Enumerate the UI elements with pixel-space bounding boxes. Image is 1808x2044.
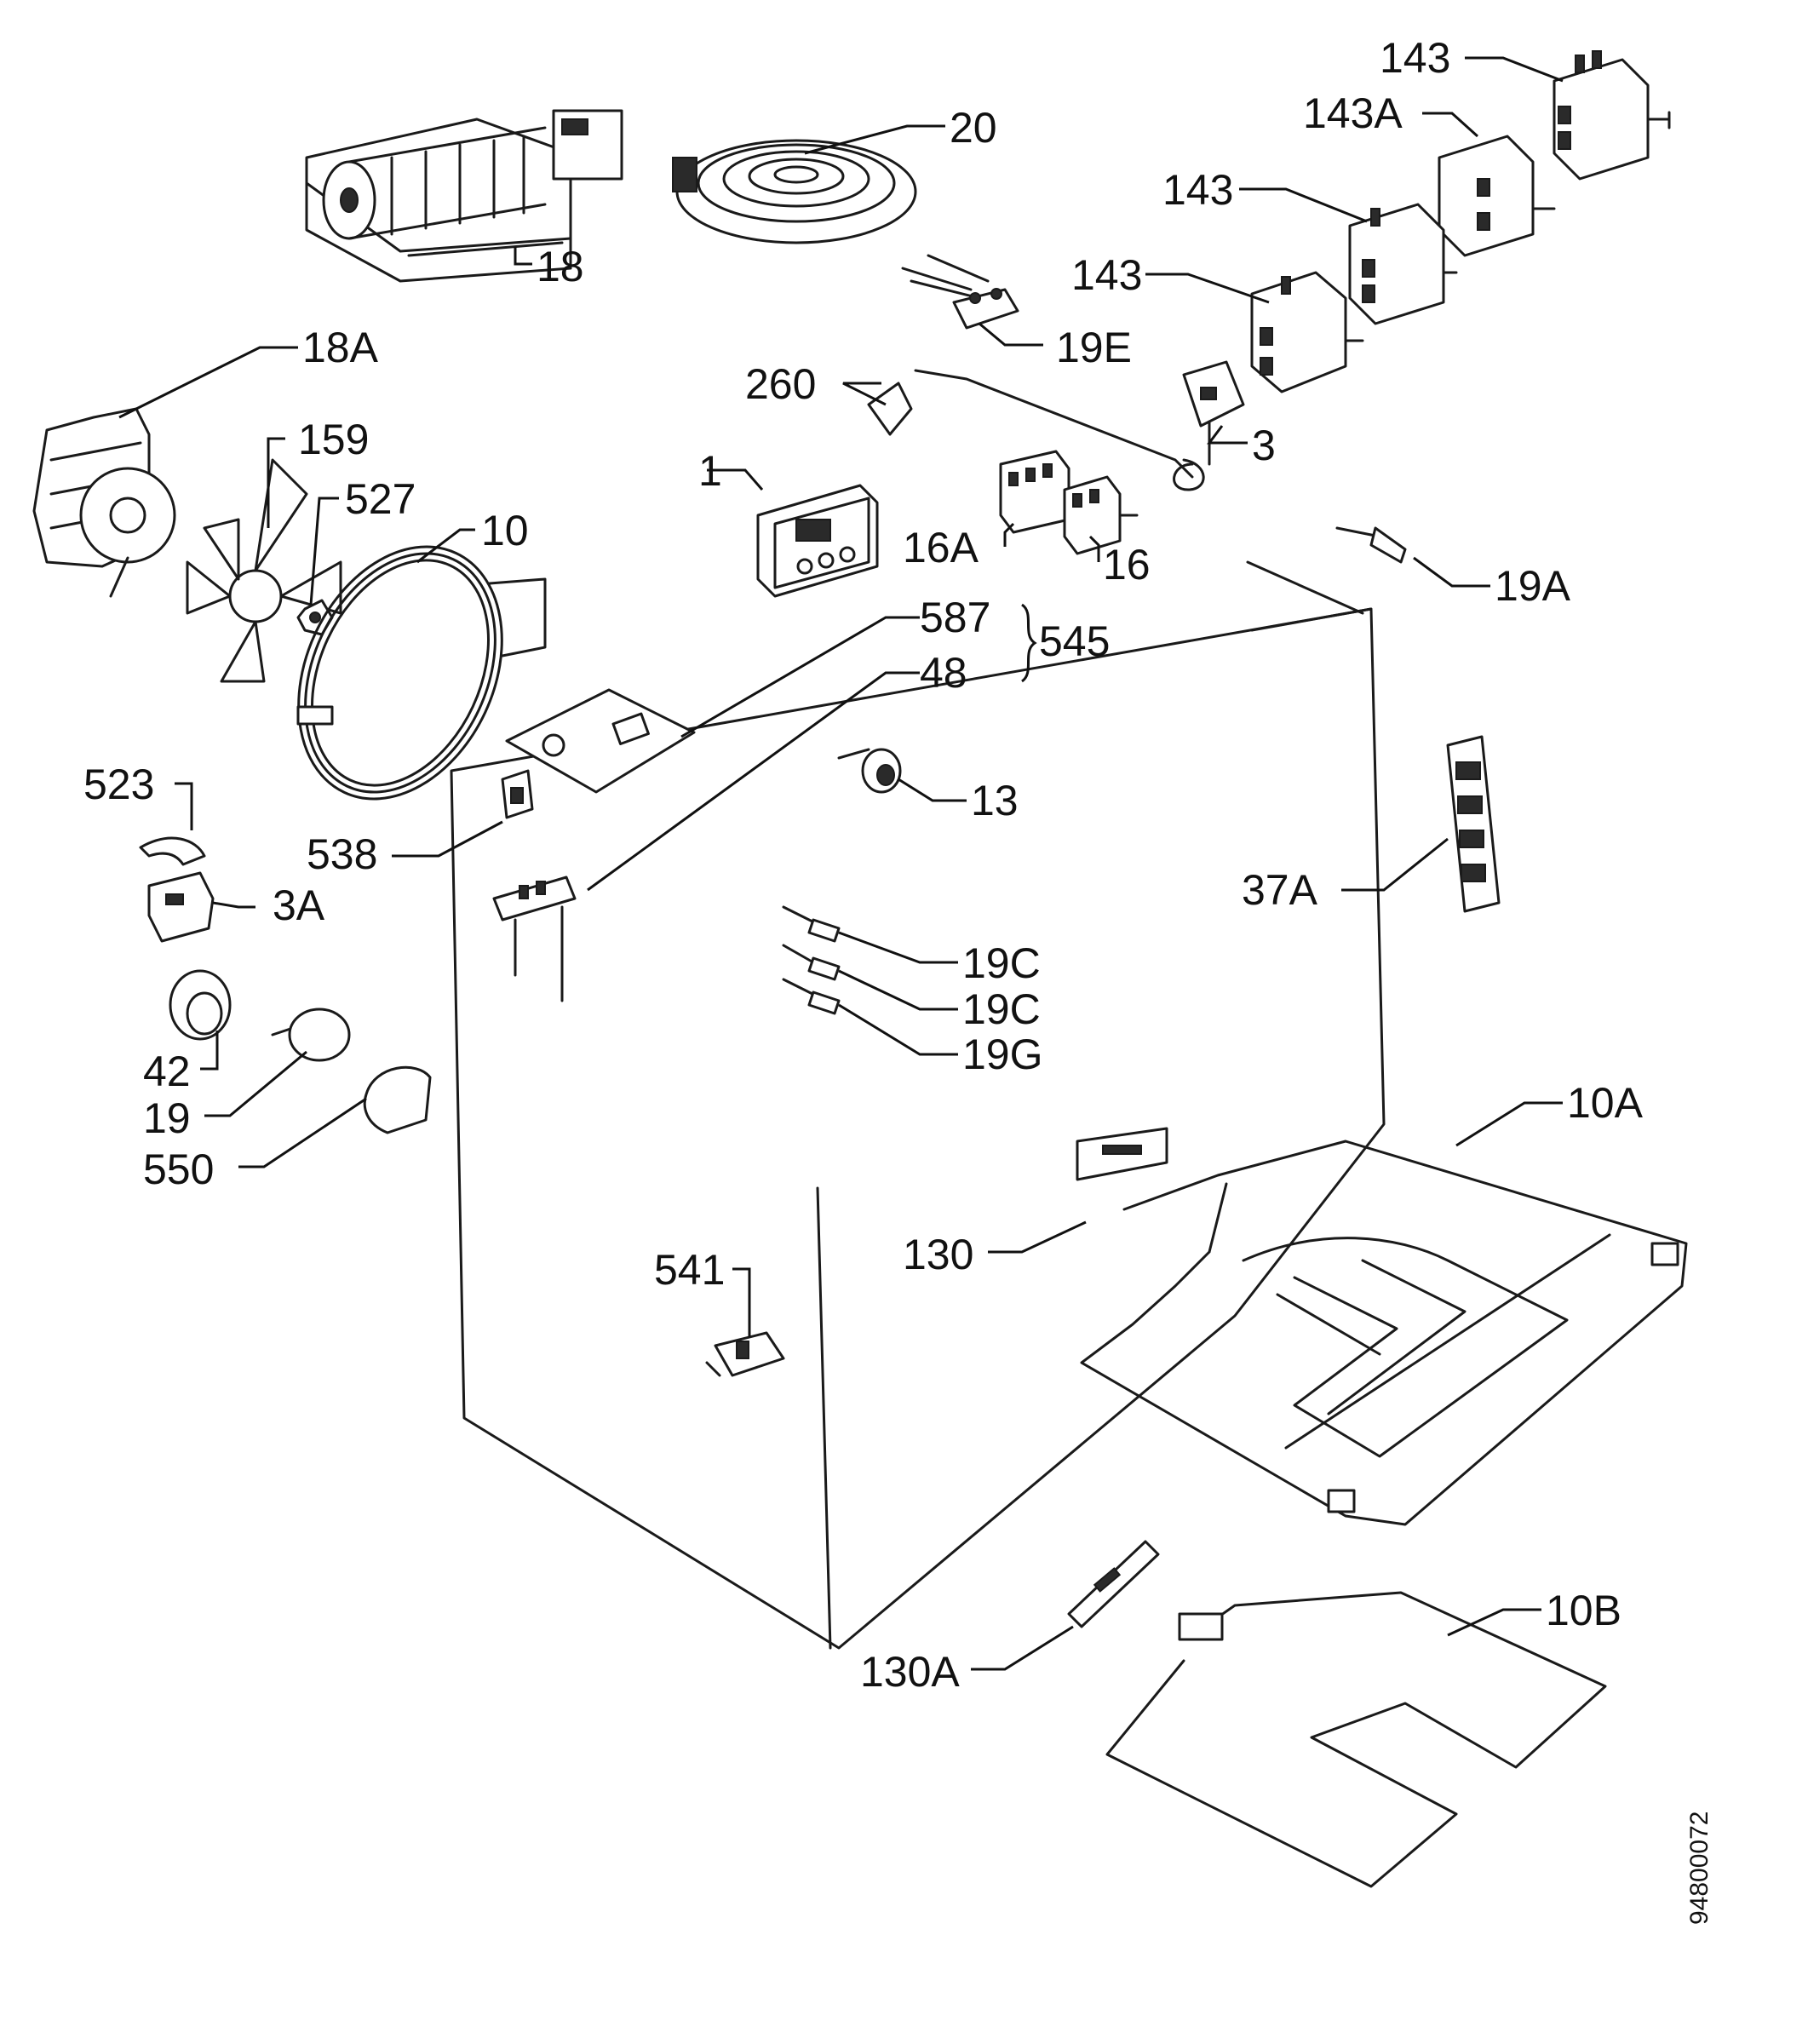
fan-motor	[32, 407, 176, 598]
callout-130a: 130A	[860, 1648, 960, 1696]
switch-538	[501, 769, 534, 819]
callout-527: 527	[345, 475, 416, 523]
callout-42: 42	[143, 1048, 191, 1095]
energy-regulator-2	[1348, 203, 1458, 325]
callout-19a: 19A	[1495, 562, 1571, 610]
callout-541: 541	[654, 1246, 725, 1294]
signal-lamp-13	[837, 748, 902, 794]
callout-48: 48	[920, 649, 967, 697]
callout-545: 545	[1039, 617, 1110, 665]
circular-heating-element	[296, 545, 547, 801]
energy-regulator-143a	[1438, 135, 1556, 257]
terminal-block-19e	[901, 254, 1019, 330]
thermostat-3a	[147, 871, 215, 943]
callout-143-top: 143	[1380, 34, 1450, 82]
callout-19c-2: 19C	[962, 985, 1041, 1033]
grill-element	[1076, 1127, 1688, 1526]
indicator-lamps-19c-19g	[782, 905, 841, 1015]
callout-20: 20	[950, 104, 997, 152]
lamp-cover	[363, 1065, 432, 1134]
fan-nut	[296, 599, 334, 636]
fan-blade	[186, 458, 342, 683]
callout-18: 18	[537, 243, 584, 290]
tangential-fan-motor	[305, 109, 623, 283]
bottom-heating-element	[1067, 1540, 1607, 1888]
callout-37a: 37A	[1242, 866, 1318, 914]
lamp-holder	[169, 969, 232, 1041]
control-circuit-board	[505, 688, 696, 794]
callout-10b: 10B	[1546, 1587, 1621, 1634]
callout-1: 1	[698, 447, 722, 495]
callout-550: 550	[143, 1145, 214, 1193]
callout-538: 538	[307, 830, 377, 878]
callout-523: 523	[83, 761, 154, 808]
document-number: 94800072	[1685, 1811, 1713, 1925]
callout-587: 587	[920, 594, 990, 641]
callout-130: 130	[903, 1231, 973, 1278]
oven-cavity-outline	[450, 560, 1386, 1650]
callout-143-middle: 143	[1162, 166, 1233, 214]
callout-13: 13	[971, 777, 1019, 824]
callout-19: 19	[143, 1094, 191, 1142]
selector-switch-16	[1063, 475, 1139, 555]
mains-terminal-block	[1446, 735, 1501, 913]
callout-10: 10	[481, 507, 529, 554]
callout-18a: 18A	[302, 324, 379, 371]
callout-19g: 19G	[962, 1031, 1043, 1078]
door-switch	[705, 1331, 785, 1377]
indicator-lamp-19a	[1335, 526, 1407, 564]
callout-10a: 10A	[1567, 1079, 1644, 1127]
callout-labels: 143 143A 143 143 20 18 19E 18A 260 3 159…	[83, 34, 1644, 1696]
energy-regulator-3	[1250, 271, 1364, 393]
thermostat-with-capillary	[867, 360, 1245, 491]
selector-switch-16a	[999, 450, 1070, 534]
callout-16: 16	[1103, 541, 1151, 589]
callout-159: 159	[298, 416, 369, 463]
callout-3: 3	[1252, 422, 1276, 469]
callout-260: 260	[745, 360, 816, 408]
callout-19e: 19E	[1056, 324, 1132, 371]
hotplate-element	[672, 139, 917, 244]
oven-lamp-bulb	[271, 1008, 351, 1062]
clip-523	[139, 836, 206, 866]
timer-clock	[756, 484, 879, 598]
callout-143a: 143A	[1303, 89, 1403, 137]
callout-19c-1: 19C	[962, 939, 1041, 987]
energy-regulator-1	[1553, 50, 1671, 181]
callout-3a: 3A	[273, 881, 325, 929]
callout-16a: 16A	[903, 524, 979, 571]
terminal-strip-48	[492, 876, 577, 1002]
leader-lines	[118, 56, 1564, 1671]
callout-143-lower: 143	[1071, 251, 1142, 299]
